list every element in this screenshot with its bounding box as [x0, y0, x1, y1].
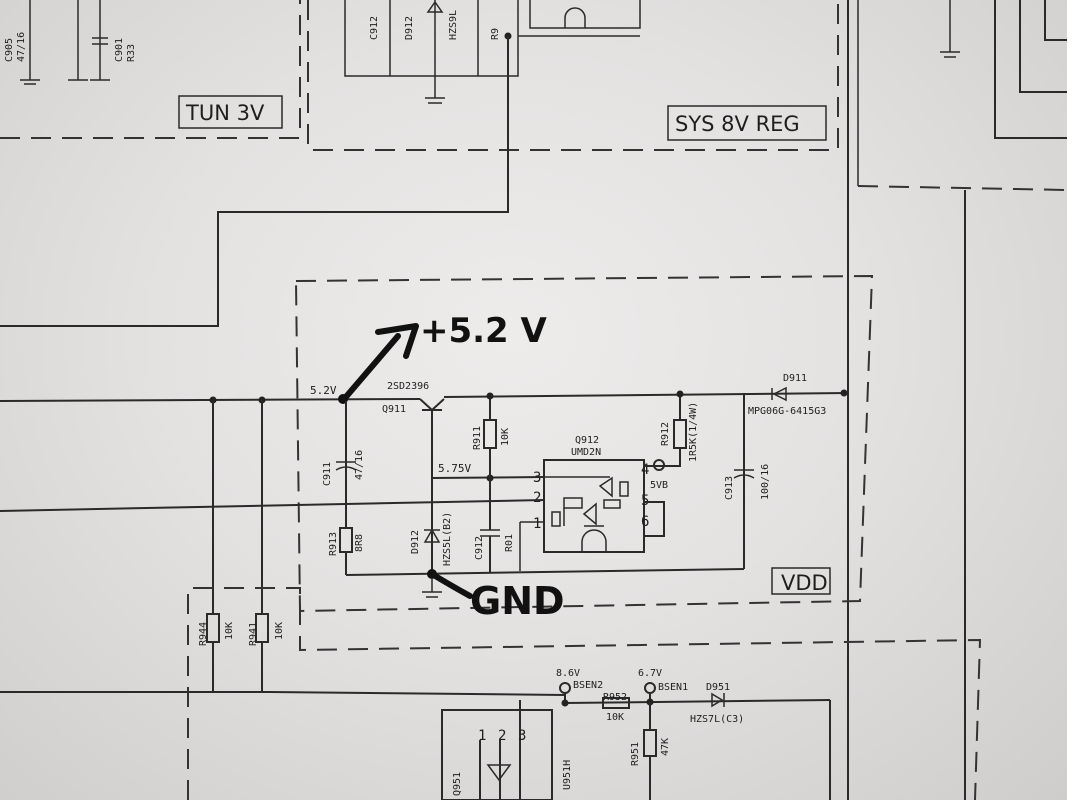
r912-value: 1R5K(1/4W): [688, 402, 699, 462]
r941-value: 10K: [274, 622, 285, 640]
q912-pin-4: 4: [641, 462, 649, 478]
net-5-75v: 5.75V: [438, 462, 471, 475]
d951-label: D951: [706, 682, 730, 693]
handwritten-annotations: +5.2 V GND: [342, 311, 565, 623]
net-8-6v: 8.6V: [556, 668, 580, 679]
r952-label: R952: [603, 692, 627, 703]
q912-pin-2: 2: [533, 490, 541, 506]
svg-text:D912: D912: [404, 16, 415, 40]
net-5vb: 5VB: [650, 480, 668, 491]
c913-label: C913: [724, 476, 735, 500]
d912-value: HZS5L(B2): [442, 512, 453, 566]
q911-label: Q911: [382, 404, 406, 415]
arrow-to-5-2v: [342, 333, 401, 401]
q912-label: Q912: [575, 435, 599, 446]
q911-type: 2SD2396: [387, 381, 429, 392]
c901-label: C901: [114, 38, 125, 62]
r951-label: R951: [630, 742, 641, 766]
bottom-region: R944 10K R941 10K 8.6V BSEN2 R952 10K 6.…: [0, 587, 982, 800]
q912-pin-3: 3: [533, 470, 541, 486]
c912-label: C912: [474, 536, 485, 560]
bsen1-label: BSEN1: [658, 682, 688, 693]
q912-pin-1: 1: [533, 516, 541, 532]
d951-value: HZS7L(C3): [690, 714, 744, 725]
r911-value: 10K: [500, 428, 511, 446]
r913-label: R913: [328, 532, 339, 556]
d912-label: D912: [410, 530, 421, 554]
d911-type: MPG06G-6415G3: [748, 406, 826, 417]
c905-label: C905: [4, 38, 15, 62]
r952-value: 10K: [606, 712, 624, 723]
c911-label: C911: [322, 462, 333, 486]
c901-value: R33: [126, 44, 137, 62]
r944-label: R944: [198, 622, 209, 646]
r951-value: 47K: [660, 738, 671, 756]
sys-8v-reg-block: C912 D912 HZS9L R9 SYS 8V REG: [307, 0, 960, 151]
c905-value: 47/16: [16, 32, 27, 62]
r911-label: R911: [472, 426, 483, 450]
q912-pin-6: 6: [641, 514, 649, 530]
tun-3v-label-box: [178, 95, 283, 129]
tun-3v-label: TUN 3V: [185, 101, 265, 125]
r913-value: 8R8: [354, 534, 365, 552]
tun-3v-block: C905 47/16 C901 R33 TUN 3V: [0, 0, 301, 139]
u951-label: U951H: [562, 760, 573, 790]
sys-8v-reg-label-box: [667, 105, 827, 141]
u951-pin-3: 3: [518, 728, 526, 744]
arrow-to-gnd: [429, 571, 473, 599]
net-6-7v: 6.7V: [638, 668, 662, 679]
handwritten-plus-5-2v: +5.2 V: [420, 311, 548, 351]
u951-pin-2: 2: [498, 728, 506, 744]
c912-value: R01: [504, 534, 515, 552]
r941-label: R941: [248, 622, 259, 646]
q912-type: UMD2N: [571, 447, 601, 458]
right-edge-lines: [847, 0, 1067, 800]
net-5-2v: 5.2V: [310, 384, 337, 397]
d911-label: D911: [783, 373, 807, 384]
vdd-block: VDD 5.2V 2SD2396 Q911 D911 MPG06G-6415G3…: [0, 274, 874, 613]
handwritten-gnd: GND: [470, 579, 565, 623]
svg-text:HZS9L: HZS9L: [448, 10, 459, 40]
r912-label: R912: [660, 422, 671, 446]
r944-value: 10K: [224, 622, 235, 640]
c911-value: 47/16: [354, 450, 365, 480]
sys-8v-reg-label: SYS 8V REG: [675, 112, 800, 136]
u951-pin-1: 1: [478, 728, 486, 744]
c913-value: 100/16: [760, 464, 771, 500]
svg-text:R9: R9: [490, 28, 501, 40]
q912-package: [543, 459, 645, 553]
bsen2-label: BSEN2: [573, 680, 603, 691]
vdd-label: VDD: [781, 571, 828, 595]
vdd-label-box: [771, 567, 831, 595]
svg-text:C912: C912: [369, 16, 380, 40]
q951-label: Q951: [452, 772, 463, 796]
sys-feed-wire: [0, 36, 509, 327]
